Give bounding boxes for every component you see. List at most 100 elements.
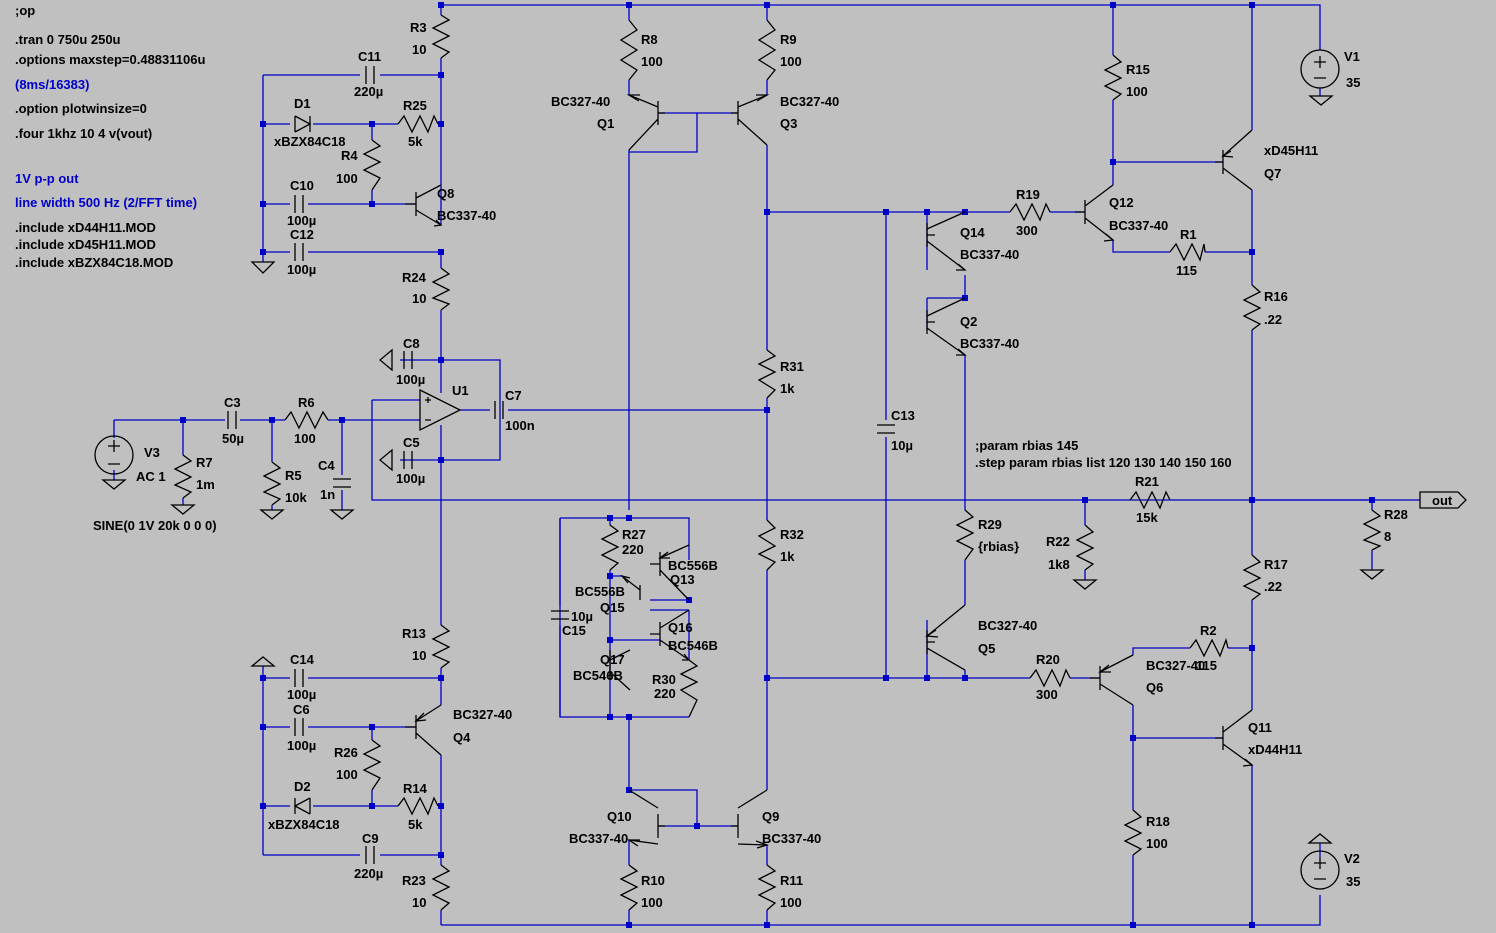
directive-op: ;op — [15, 3, 35, 18]
resistor-symbol-R14 — [397, 796, 439, 816]
label-C11-value: 220µ — [354, 84, 383, 99]
label-R8-name: R8 — [641, 32, 658, 47]
directive-tran: .tran 0 750u 250u — [15, 32, 121, 47]
label-R16-name: R16 — [1264, 289, 1288, 304]
label-V3-name: V3 — [144, 445, 160, 460]
component-labels: R3 10 C11 220µ D1 xBZX84C18 R25 5k R4 10… — [93, 20, 1453, 910]
comment-linewidth: line width 500 Hz (2/FFT time) — [15, 195, 197, 210]
transistor-symbol-Q15 — [620, 574, 641, 600]
label-V3-value: AC 1 — [136, 469, 166, 484]
label-C5-value: 100µ — [396, 471, 425, 486]
ground-symbol — [329, 509, 355, 520]
resistor-symbol-R6 — [284, 410, 329, 430]
label-C6-value: 100µ — [287, 738, 316, 753]
resistor-symbol-R4 — [362, 139, 382, 191]
ground-symbol — [250, 656, 276, 667]
capacitor-symbol-C6 — [294, 718, 304, 736]
label-R27-value: 220 — [622, 542, 644, 557]
resistor-symbol-R32 — [757, 519, 777, 571]
transistor-symbol-Q9 — [731, 789, 770, 849]
transistor-symbol-Q3 — [731, 94, 770, 146]
resistor-symbol-R5 — [262, 461, 282, 506]
resistor-symbol-R1 — [1169, 242, 1206, 262]
label-C9-value: 220µ — [354, 866, 383, 881]
resistor-symbol-R22 — [1075, 524, 1095, 571]
capacitor-symbol-C5 — [403, 451, 413, 469]
label-Q5-name: Q5 — [978, 641, 995, 656]
label-Q11-value: xD44H11 — [1248, 742, 1302, 757]
resistor-symbol-R13 — [431, 624, 451, 669]
label-R28-name: R28 — [1384, 507, 1408, 522]
resistor-symbol-R10 — [619, 864, 639, 911]
label-R9-name: R9 — [780, 32, 797, 47]
resistor-symbol-R7 — [173, 454, 193, 499]
label-Q10-name: Q10 — [607, 809, 632, 824]
label-R4-name: R4 — [341, 148, 358, 163]
resistor-symbol-R29 — [955, 509, 975, 561]
directive-include-2: .include xD45H11.MOD — [15, 237, 156, 252]
resistor-symbol-R2 — [1189, 637, 1229, 658]
label-Q3-name: Q3 — [780, 116, 797, 131]
voltage-source-symbol-V1 — [1300, 49, 1340, 89]
label-R15-value: 100 — [1126, 84, 1148, 99]
resistor-symbol-R9 — [757, 19, 777, 81]
label-R13-name: R13 — [402, 626, 426, 641]
label-R2-value: 115 — [1196, 658, 1217, 673]
label-Q4-value: BC327-40 — [453, 707, 512, 722]
transistor-symbol-Q12 — [1075, 184, 1115, 242]
resistor-symbol-R30 — [679, 659, 699, 718]
directive-step-param: .step param rbias list 120 130 140 150 1… — [975, 455, 1232, 470]
wires — [113, 4, 1420, 926]
label-D2-name: D2 — [294, 779, 311, 794]
label-R6-name: R6 — [298, 395, 315, 410]
label-C10-name: C10 — [290, 178, 314, 193]
ground-symbol — [1359, 569, 1385, 580]
resistor-symbol-R3 — [431, 14, 451, 59]
resistor-symbol-R16 — [1242, 284, 1262, 331]
resistor-symbol-R26 — [362, 739, 382, 791]
label-D2-value: xBZX84C18 — [268, 817, 340, 832]
junctions — [180, 2, 1375, 928]
transistor-symbol-Q5 — [925, 604, 966, 671]
label-Q15-name: Q15 — [600, 600, 625, 615]
capacitor-symbol-C12 — [294, 243, 304, 261]
label-R7-value: 1m — [196, 477, 215, 492]
label-C15-name: C15 — [562, 623, 586, 638]
label-U1-name: U1 — [452, 383, 469, 398]
label-R10-name: R10 — [641, 873, 665, 888]
resistor-symbol-R28 — [1362, 509, 1382, 551]
label-R21-name: R21 — [1135, 474, 1159, 489]
label-R24-value: 10 — [412, 291, 426, 306]
resistor-symbol-R31 — [757, 349, 777, 399]
label-C12-name: C12 — [290, 227, 314, 242]
label-Q14-value: BC337-40 — [960, 247, 1019, 262]
opamp-symbol-U1 — [419, 388, 462, 432]
resistor-symbol-R24 — [431, 267, 451, 311]
label-R23-name: R23 — [402, 873, 426, 888]
label-Q2-value: BC337-40 — [960, 336, 1019, 351]
label-R23-value: 10 — [412, 895, 426, 910]
label-R8-value: 100 — [641, 54, 663, 69]
label-R10-value: 100 — [641, 895, 663, 910]
label-R5-value: 10k — [285, 490, 307, 505]
label-R18-name: R18 — [1146, 814, 1170, 829]
transistor-symbol-Q7 — [1215, 129, 1253, 191]
label-R13-value: 10 — [412, 648, 426, 663]
capacitor-symbol-C14 — [294, 669, 304, 687]
transistor-symbol-Q6 — [1090, 654, 1134, 706]
label-R14-value: 5k — [408, 817, 423, 832]
label-C15-value: 10µ — [571, 609, 593, 624]
label-D1-value: xBZX84C18 — [274, 134, 346, 149]
directive-param-rbias: ;param rbias 145 — [975, 438, 1078, 453]
label-Q17-name: Q17 — [600, 652, 625, 667]
capacitor-symbol-C7 — [494, 401, 504, 419]
label-R26-value: 100 — [336, 767, 358, 782]
label-C10-value: 100µ — [287, 213, 316, 228]
label-Q12-value: BC337-40 — [1109, 218, 1168, 233]
label-Q13-value: BC556B — [668, 558, 718, 573]
label-Q7-value: xD45H11 — [1264, 143, 1318, 158]
label-R18-value: 100 — [1146, 836, 1168, 851]
label-R1-name: R1 — [1180, 227, 1197, 242]
capacitor-symbol-C11 — [365, 66, 375, 84]
